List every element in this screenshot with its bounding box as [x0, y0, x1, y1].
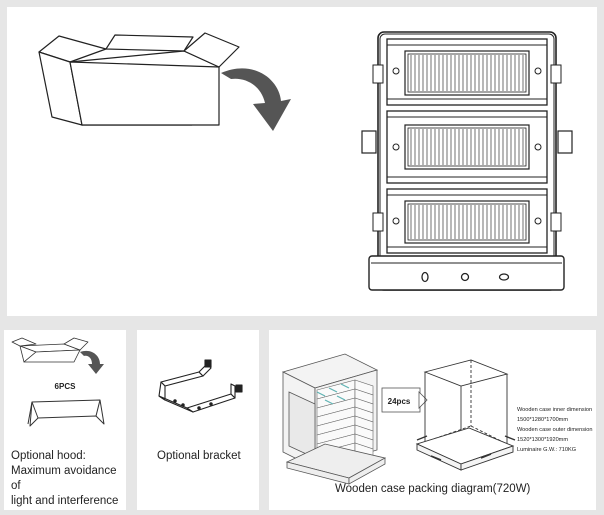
- heat-sink-fins: [410, 55, 524, 239]
- bracket-icon: [158, 359, 243, 413]
- wooden-case-illustration: 24pcs Wooden case inner dimension 150: [281, 353, 592, 485]
- stack-top-markers: [316, 383, 350, 405]
- optional-bracket-panel: Optional bracket: [137, 330, 259, 510]
- floodlight-luminaire-icon: [361, 31, 573, 291]
- hood-count-label: 6PCS: [55, 382, 77, 391]
- spec-line: 1500*1280*1700mm: [517, 417, 568, 423]
- spec-line: 1520*1300*1920mm: [517, 437, 568, 443]
- hood-caption-line: Optional hood:: [11, 450, 86, 462]
- hood-caption-line: light and interference: [11, 495, 119, 507]
- open-box-icon: [38, 32, 240, 126]
- hood-icon: [27, 399, 105, 427]
- pallet-icon: [285, 443, 387, 485]
- spec-line: Wooden case outer dimension: [517, 427, 592, 433]
- wooden-case-outline-icon: [415, 359, 516, 471]
- transfer-arrow-icon: 24pcs: [381, 387, 428, 413]
- bracket-caption: Optional bracket: [157, 450, 241, 462]
- quantity-label: 24pcs: [388, 397, 411, 406]
- top-illustration-panel: [7, 7, 597, 316]
- hood-caption: Optional hood: Maximum avoidance of ligh…: [11, 449, 126, 509]
- hood-illustration: 6PCS: [11, 337, 105, 427]
- wooden-case-caption: Wooden case packing diagram(720W): [335, 483, 531, 495]
- top-illustration: [38, 31, 573, 291]
- spec-line: Luminaire G.W.: 710KG: [517, 447, 576, 453]
- small-arrow-icon: [80, 350, 104, 374]
- hood-caption-line: Maximum avoidance of: [11, 465, 117, 492]
- wooden-case-panel: 24pcs Wooden case inner dimension 150: [269, 330, 596, 510]
- optional-hood-panel: 6PCS Optional hood: Maximum avoidance of…: [4, 330, 126, 510]
- curved-arrow-icon: [221, 68, 291, 131]
- wooden-case-specs: Wooden case inner dimension 1500*1280*17…: [517, 407, 592, 453]
- spec-line: Wooden case inner dimension: [517, 407, 592, 413]
- small-box-icon: [11, 337, 89, 363]
- stacked-boxes-icon: [316, 379, 374, 463]
- bracket-illustration: [158, 359, 243, 413]
